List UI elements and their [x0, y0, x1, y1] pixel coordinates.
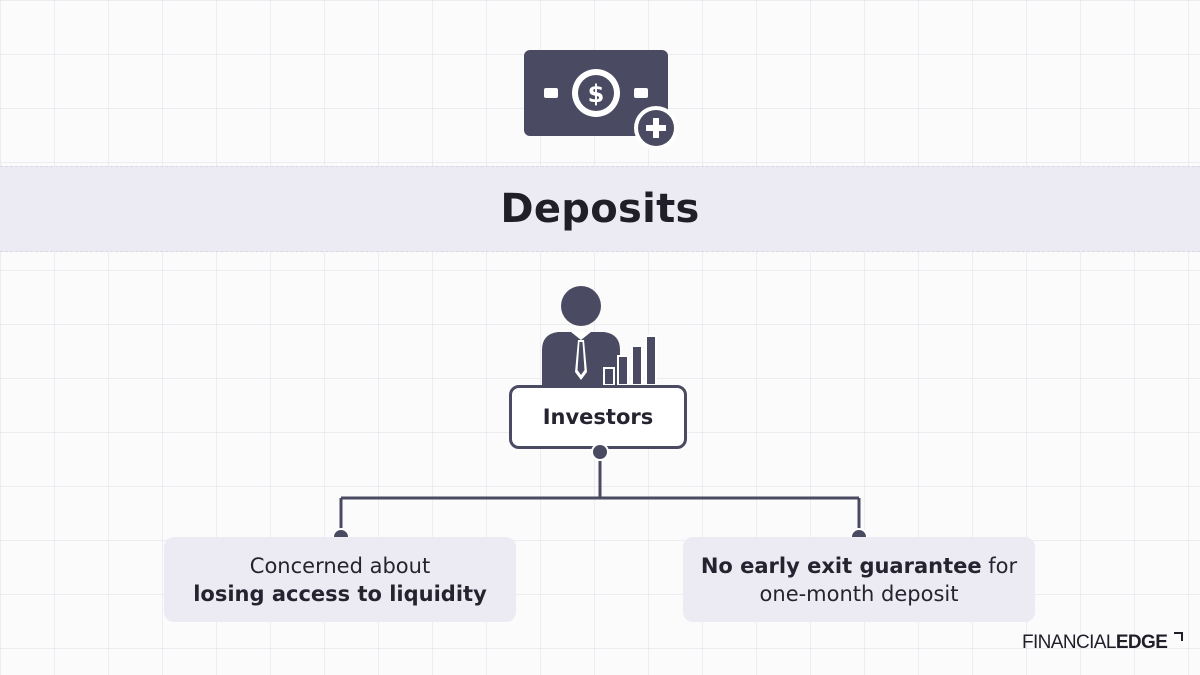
- financial-edge-logo: FINANCIALEDGE: [1022, 632, 1183, 654]
- logo-corner-icon: [1173, 632, 1183, 641]
- title-band: Deposits: [0, 166, 1200, 252]
- exit-guarantee-card: No early exit guarantee for one-month de…: [683, 537, 1035, 622]
- connector-dot-top: [591, 443, 609, 461]
- svg-text:$: $: [588, 80, 605, 108]
- page-title: Deposits: [500, 186, 700, 232]
- exit-line-2: one-month deposit: [759, 581, 959, 606]
- liquidity-line-1: Concerned about: [249, 553, 431, 578]
- liquidity-concern-card: Concerned about losing access to liquidi…: [164, 537, 516, 622]
- investor-icon: [542, 286, 657, 386]
- investors-label: Investors: [542, 405, 654, 429]
- liquidity-line-2: losing access to liquidity: [193, 581, 487, 606]
- money-plus-icon: $: [524, 50, 678, 150]
- exit-line-1: No early exit guarantee for: [700, 553, 1018, 578]
